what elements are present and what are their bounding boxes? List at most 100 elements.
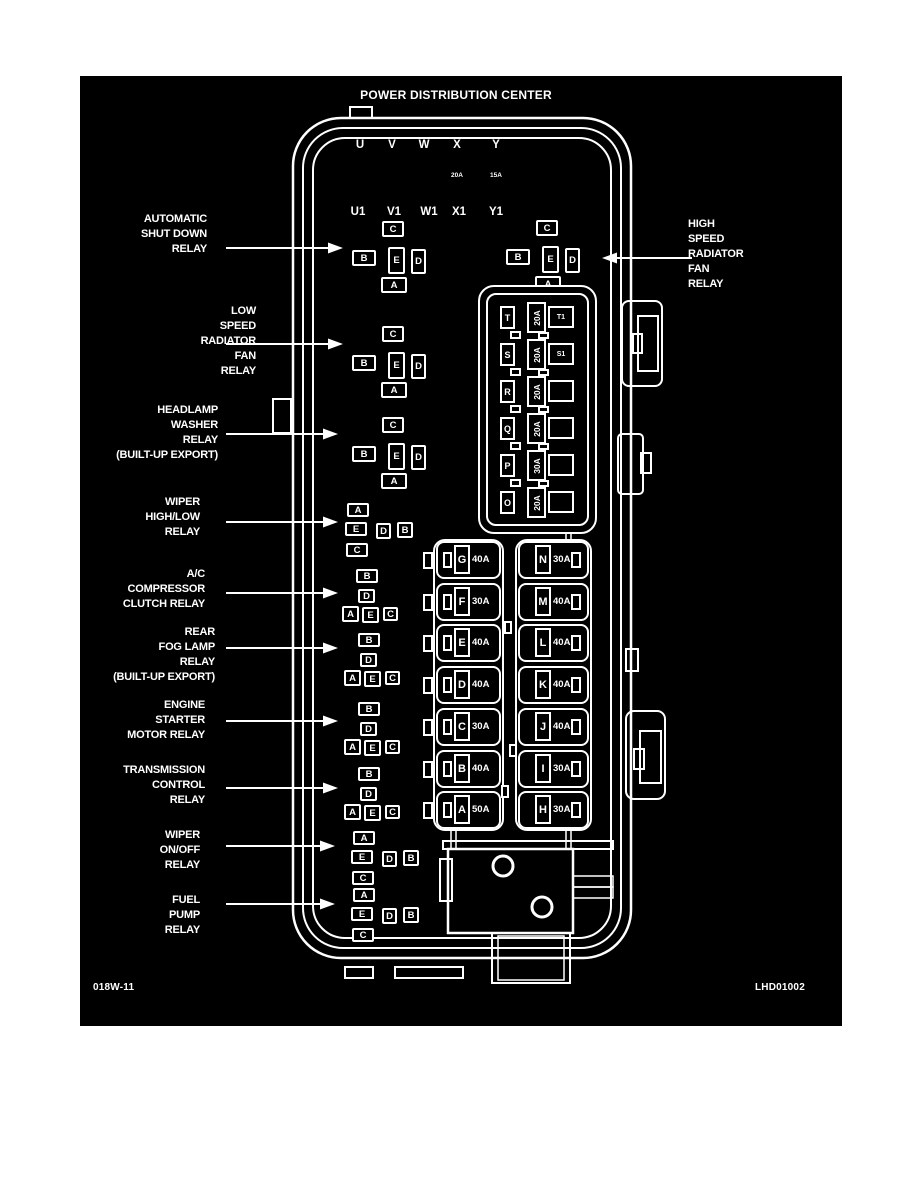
mini-fuse-body-Q: 20A	[527, 413, 546, 444]
callout-arrowhead-wiper-onoff	[320, 840, 335, 852]
fuse-slot-I: I	[535, 754, 551, 783]
pin-wiper-onoff-socket-B: B	[403, 850, 419, 866]
pin-asd-socket-C: C	[382, 221, 404, 237]
fuse-rating-C: 30A	[472, 721, 490, 732]
fuse-tab-inner	[571, 802, 581, 818]
fuse-tab-inner	[443, 594, 452, 610]
fuse-rating-L: 40A	[553, 637, 571, 648]
pdc-outer-wall	[291, 116, 633, 960]
bottom-connector-side-tab	[439, 858, 453, 902]
cavity-label-V: V	[388, 139, 396, 151]
mini-fuse-link	[538, 406, 549, 413]
fuse-rating-I: 30A	[553, 763, 571, 774]
pin-trans-socket-B: B	[358, 767, 380, 781]
fuse-slot-L: L	[535, 628, 551, 657]
callout-headlamp-washer: HEADLAMP WASHER RELAY (BUILT-UP EXPORT)	[116, 404, 218, 461]
cavity-rating-Y: 15A	[490, 172, 502, 179]
fuse-tab-outer	[423, 802, 433, 819]
callout-arrowhead-ac-clutch	[323, 587, 338, 599]
pin-starter-socket-B: B	[358, 702, 380, 716]
pin-high-speed-fan-socket-C: C	[536, 220, 558, 236]
callout-wiper-high-low: WIPER HIGH/LOW RELAY	[145, 496, 200, 538]
fuse-tab-inner	[571, 594, 581, 610]
mini-fuse-link	[538, 480, 549, 487]
mini-fuse-terminal-R	[548, 380, 574, 402]
pin-asd-socket-D: D	[411, 249, 426, 274]
callout-ac-clutch: A/C COMPRESSOR CLUTCH RELAY	[122, 568, 205, 610]
fuse-tab-inner	[443, 677, 452, 693]
callout-arrowhead-asd	[328, 242, 343, 254]
bottom-foot-left	[344, 966, 374, 979]
mini-fuse-body-S: 20A	[527, 339, 546, 370]
cavity-label-W: W	[418, 139, 430, 151]
fuse-slot-E: E	[454, 628, 470, 657]
pin-fuel-pump-socket-D: D	[382, 908, 397, 924]
fuse-rating-N: 30A	[553, 554, 571, 565]
pin-ac-clutch-socket-B: B	[356, 569, 378, 583]
pin-headlamp-washer-socket-C: C	[382, 417, 404, 433]
pin-starter-socket-A: A	[344, 739, 361, 755]
right-bracket-bottom	[625, 710, 666, 800]
pin-starter-socket-C: C	[385, 740, 400, 754]
fuse-slot-N: N	[535, 545, 551, 574]
fuse-rating-A: 50A	[472, 804, 490, 815]
pin-fuel-pump-socket-A: A	[353, 888, 375, 902]
cavity-rating-X: 20A	[451, 172, 463, 179]
callout-arrowhead-rear-fog	[323, 642, 338, 654]
callout-fuel-pump: FUEL PUMP RELAY	[164, 894, 200, 936]
pin-ac-clutch-socket-D: D	[358, 589, 375, 603]
bottom-foot-right	[394, 966, 464, 979]
fuse-tab-outer	[423, 761, 433, 778]
pin-rear-fog-socket-C: C	[385, 671, 400, 685]
terminal-label-X1: X1	[451, 206, 467, 218]
figure-code-left: 018W-11	[93, 982, 135, 993]
pin-wiper-high-low-socket-E: E	[345, 522, 367, 536]
fuse-slot-H: H	[535, 795, 551, 824]
pin-asd-socket-B: B	[352, 250, 376, 266]
pin-wiper-onoff-socket-A: A	[353, 831, 375, 845]
fuse-rating-B: 40A	[472, 763, 490, 774]
right-bracket-top	[621, 300, 663, 387]
callout-trans: TRANSMISSION CONTROL RELAY	[123, 764, 205, 806]
pin-headlamp-washer-socket-D: D	[411, 445, 426, 470]
mini-fuse-terminal-O	[548, 491, 574, 513]
fuse-column-nub	[501, 785, 509, 798]
diagram-title: POWER DISTRIBUTION CENTER	[360, 88, 552, 102]
bottom-connector-plug	[491, 932, 571, 984]
fuse-column-nub	[504, 621, 512, 634]
fuse-tab-inner	[571, 719, 581, 735]
fuse-tab-outer	[423, 677, 433, 694]
mini-fuse-link	[510, 479, 521, 487]
fuse-slot-J: J	[535, 712, 551, 741]
pin-headlamp-washer-socket-B: B	[352, 446, 376, 462]
fuse-rating-J: 40A	[553, 721, 571, 732]
mini-fuse-rating-Q: 20A	[531, 420, 542, 437]
mini-fuse-rating-S: 20A	[531, 346, 542, 363]
mini-fuse-slot-Q: Q	[500, 417, 515, 440]
pin-ac-clutch-socket-C: C	[383, 607, 398, 621]
mini-fuse-slot-R: R	[500, 380, 515, 403]
fuse-slot-F: F	[454, 587, 470, 616]
callout-arrowhead-trans	[323, 782, 338, 794]
pin-low-speed-fan-socket-A: A	[381, 382, 407, 398]
pin-asd-socket-A: A	[381, 277, 407, 293]
pin-low-speed-fan-socket-C: C	[382, 326, 404, 342]
callout-arrowhead-wiper-high-low	[323, 516, 338, 528]
callout-asd: AUTOMATIC SHUT DOWN RELAY	[140, 213, 207, 255]
terminal-label-W1: W1	[420, 206, 438, 218]
pin-rear-fog-socket-D: D	[360, 653, 377, 667]
mini-fuse-rating-R: 20A	[531, 383, 542, 400]
pin-wiper-onoff-socket-E: E	[351, 850, 373, 864]
pin-fuel-pump-socket-C: C	[352, 928, 374, 942]
pin-trans-socket-D: D	[360, 787, 377, 801]
pin-wiper-onoff-socket-D: D	[382, 851, 397, 867]
pin-wiper-high-low-socket-D: D	[376, 523, 391, 539]
callout-arrowhead-fuel-pump	[320, 898, 335, 910]
fuse-slot-D: D	[454, 670, 470, 699]
fuse-tab-inner	[443, 719, 452, 735]
pin-rear-fog-socket-E: E	[364, 671, 381, 687]
mini-fuse-terminal-T: T1	[548, 306, 574, 328]
pin-rear-fog-socket-B: B	[358, 633, 380, 647]
pdc-mid-wall	[302, 127, 622, 949]
